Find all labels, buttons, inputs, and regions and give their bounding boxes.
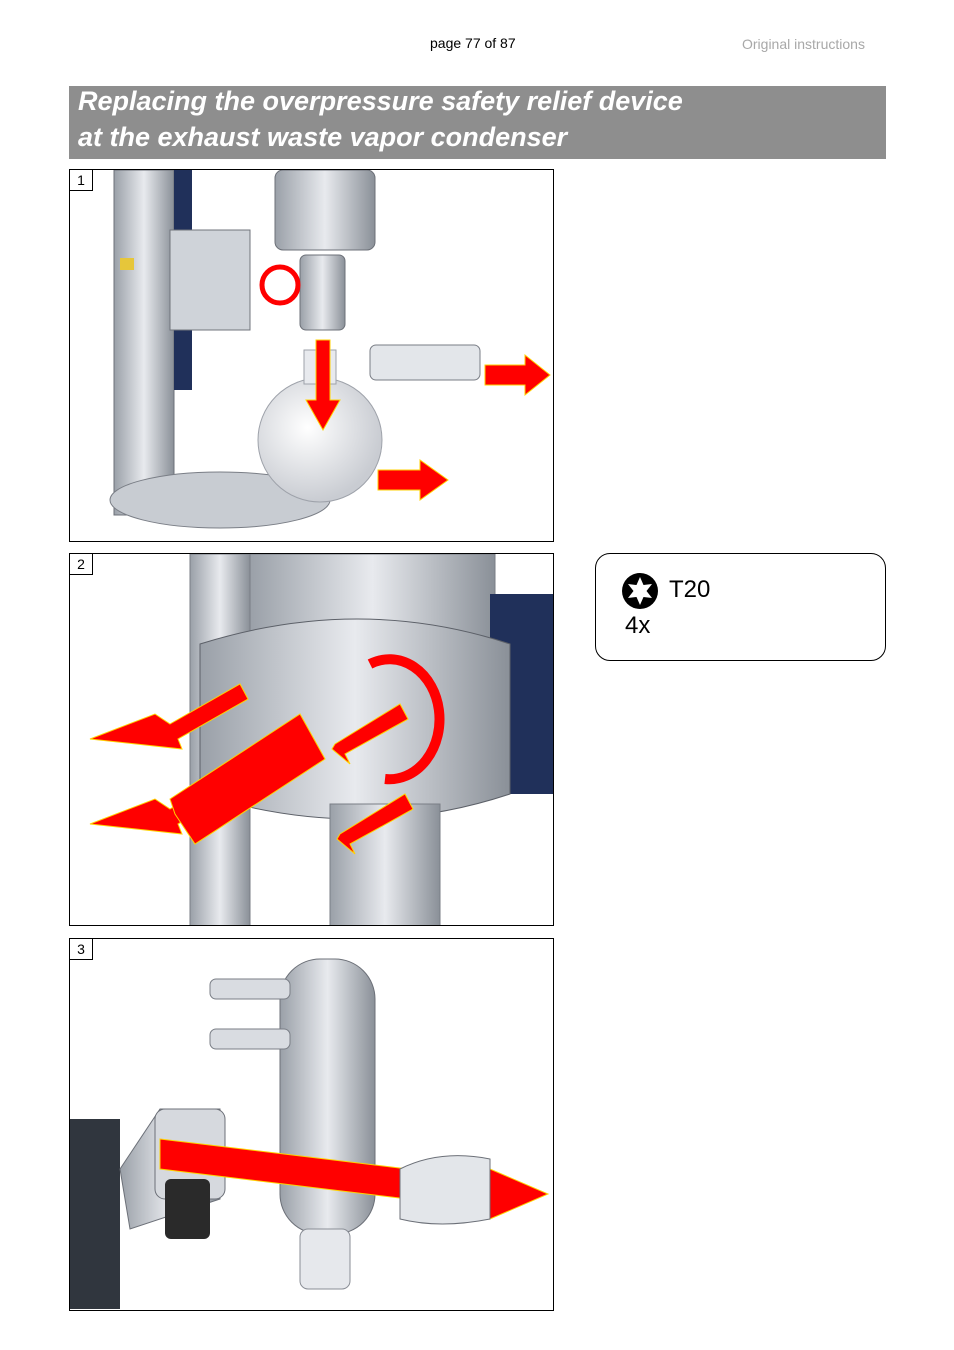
step-1-illustration — [109, 170, 551, 529]
section-title-line-1: Replacing the overpressure safety relief… — [78, 86, 683, 116]
step-2-number: 2 — [70, 554, 93, 575]
tool-callout: T20 4x — [595, 553, 886, 661]
step-2-figure: 2 — [69, 553, 554, 926]
step-2-illustration — [89, 554, 553, 925]
tool-size: T20 — [669, 576, 711, 603]
step-3-figure: 3 — [69, 938, 554, 1311]
step-1-number: 1 — [70, 170, 93, 191]
torx-icon — [622, 573, 658, 609]
document-type-label: Original instructions — [742, 36, 865, 52]
tool-count: 4x — [625, 612, 651, 639]
step-3-illustration — [70, 958, 550, 1309]
step-1-figure: 1 — [69, 169, 554, 542]
section-title-line-2: at the exhaust waste vapor condenser — [78, 122, 568, 152]
step-3-number: 3 — [70, 939, 93, 960]
page-number: page 77 of 87 — [430, 35, 516, 51]
section-title: Replacing the overpressure safety relief… — [69, 86, 886, 159]
